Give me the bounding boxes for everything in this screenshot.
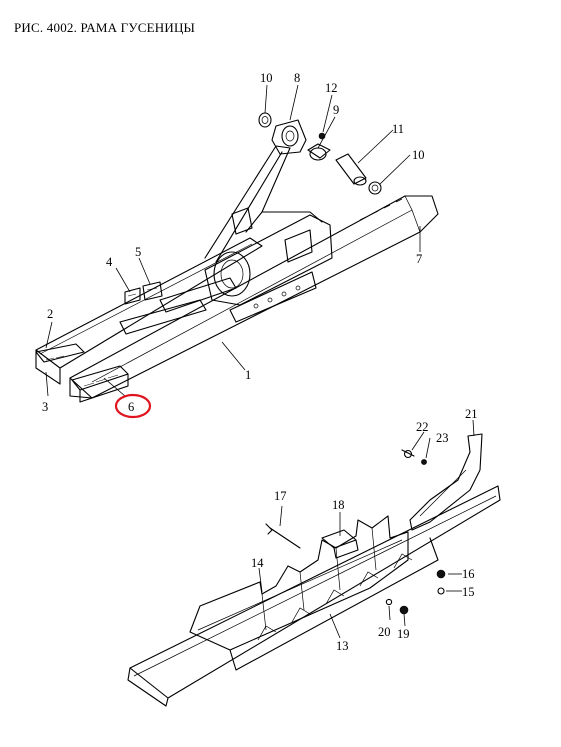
callout-14: 14: [251, 556, 264, 570]
callout-12: 12: [325, 81, 338, 95]
leader-lines: [45, 84, 475, 639]
callout-3: 3: [42, 400, 48, 414]
callout-19: 19: [397, 627, 410, 641]
callout-21: 21: [465, 407, 478, 421]
track-frame-assembly: [35, 112, 439, 403]
callout-8: 8: [294, 71, 300, 85]
callout-2: 2: [47, 307, 53, 321]
callout-9: 9: [333, 103, 339, 117]
callout-10-top: 10: [260, 71, 273, 85]
callout-7: 7: [416, 252, 422, 266]
figure-title: РИС. 4002. РАМА ГУСЕНИЦЫ: [14, 20, 196, 35]
callout-13: 13: [336, 639, 349, 653]
callout-labels: 10 8 12 9 11 10 7 5 4 2 1 3 6 21 22 23 1…: [42, 71, 478, 653]
callout-4: 4: [106, 255, 113, 269]
callout-22: 22: [416, 420, 429, 434]
callout-16: 16: [462, 567, 475, 581]
callout-10-right: 10: [412, 148, 425, 162]
callout-17: 17: [274, 489, 287, 503]
callout-15: 15: [462, 585, 475, 599]
track-guard-assembly: [127, 433, 501, 707]
callout-6-highlight: [114, 393, 152, 419]
callout-23: 23: [436, 431, 449, 445]
callout-6: 6: [128, 400, 134, 414]
callout-11: 11: [392, 122, 404, 136]
callout-18: 18: [332, 498, 345, 512]
callout-5: 5: [135, 245, 141, 259]
callout-20: 20: [378, 625, 391, 639]
callout-1: 1: [245, 368, 251, 382]
